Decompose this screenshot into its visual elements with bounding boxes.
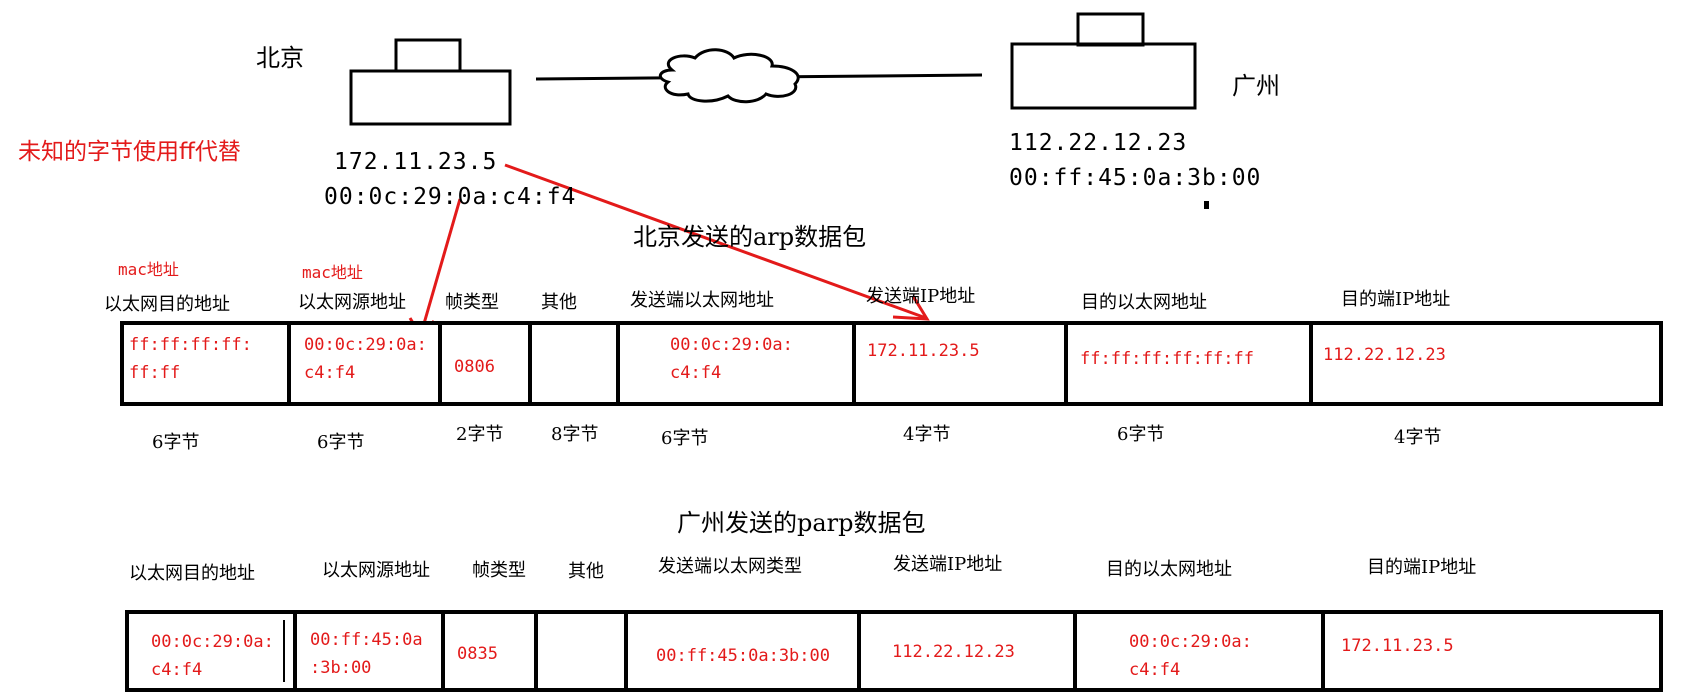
guangzhou-host-box xyxy=(1010,42,1197,110)
packet2-value-sender-ip: 112.22.12.23 xyxy=(892,642,1015,662)
unknown-bytes-note: 未知的字节使用ff代替 xyxy=(18,139,241,165)
packet1-mac-tag-src: mac地址 xyxy=(302,263,363,282)
packet2-value-eth-src: 00:ff:45:0a :3b:00 xyxy=(310,630,423,678)
guangzhou-host-top xyxy=(1076,12,1145,47)
packet1-size-target-mac: 6字节 xyxy=(1117,424,1165,445)
packet2-field-target-ip: 172.11.23.5 xyxy=(1321,610,1663,692)
packet1-size-eth-src: 6字节 xyxy=(317,432,365,453)
packet1-header-frame-type: 帧类型 xyxy=(445,292,499,313)
packet1-value-frame-type: 0806 xyxy=(454,357,495,377)
packet1-field-target-ip: 112.22.12.23 xyxy=(1309,321,1663,406)
arrow-mac-line xyxy=(419,198,462,335)
packet2-header-frame-type: 帧类型 xyxy=(472,560,526,581)
beijing-host-box xyxy=(349,69,512,126)
packet1-header-sender-ip: 发送端IP地址 xyxy=(866,286,976,307)
packet2-value-eth-dst: 00:0c:29:0a: c4:f4 xyxy=(151,632,274,680)
packet1-mac-tag-dst: mac地址 xyxy=(118,260,179,279)
packet1-value-target-mac: ff:ff:ff:ff:ff:ff xyxy=(1080,349,1254,369)
packet1-size-sender-mac: 6字节 xyxy=(661,428,709,449)
beijing-mac: 00:0c:29:0a:c4:f4 xyxy=(324,184,577,210)
packet2-field-sender-type: 00:ff:45:0a:3b:00 xyxy=(624,610,861,692)
packet2-header-sender-type: 发送端以太网类型 xyxy=(658,556,802,577)
packet2-field-eth-src: 00:ff:45:0a :3b:00 xyxy=(293,610,445,692)
dot-mark xyxy=(1204,201,1209,209)
packet1-header-target-ip: 目的端IP地址 xyxy=(1341,289,1451,310)
packet1-size-eth-dst: 6字节 xyxy=(152,432,200,453)
packet2-title: 广州发送的parp数据包 xyxy=(677,509,926,537)
packet1-size-frame-type: 2字节 xyxy=(456,424,504,445)
packet1-size-sender-ip: 4字节 xyxy=(903,424,951,445)
packet1-value-eth-src: 00:0c:29:0a: c4:f4 xyxy=(304,335,427,383)
packet1-field-eth-src: 00:0c:29:0a: c4:f4 xyxy=(287,321,442,406)
packet2-field-target-mac: 00:0c:29:0a: c4:f4 xyxy=(1073,610,1325,692)
packet2-value-target-mac: 00:0c:29:0a: c4:f4 xyxy=(1129,632,1252,680)
packet1-header-target-mac: 目的以太网地址 xyxy=(1081,292,1207,313)
packet2-value-frame-type: 0835 xyxy=(457,644,498,664)
guangzhou-label: 广州 xyxy=(1232,72,1280,100)
packet1-header-eth-dst: 以太网目的地址 xyxy=(104,294,230,315)
packet1-size-target-ip: 4字节 xyxy=(1394,427,1442,448)
packet2-field-other xyxy=(534,610,628,692)
packet2-header-eth-src: 以太网源地址 xyxy=(322,560,430,581)
guangzhou-mac: 00:ff:45:0a:3b:00 xyxy=(1009,165,1262,191)
packet2-header-other: 其他 xyxy=(568,561,604,582)
packet1-field-sender-ip: 172.11.23.5 xyxy=(852,321,1068,406)
cloud-icon xyxy=(658,48,800,104)
guangzhou-ip: 112.22.12.23 xyxy=(1009,130,1188,156)
packet2-header-target-ip: 目的端IP地址 xyxy=(1367,557,1477,578)
packet1-value-sender-ip: 172.11.23.5 xyxy=(867,341,980,361)
packet2-header-target-mac: 目的以太网地址 xyxy=(1106,559,1232,580)
packet2-field-sender-ip: 112.22.12.23 xyxy=(857,610,1077,692)
packet1-header-other: 其他 xyxy=(541,292,577,313)
packet2-field-eth-dst: 00:0c:29:0a: c4:f4 xyxy=(125,610,297,692)
packet2-field-frame-type: 0835 xyxy=(441,610,538,692)
packet1-field-other xyxy=(528,321,620,406)
packet1-field-frame-type: 0806 xyxy=(438,321,532,406)
arrow-ip-head xyxy=(892,295,930,321)
packet1-value-sender-mac: 00:0c:29:0a: c4:f4 xyxy=(670,335,793,383)
packet2-header-sender-ip: 发送端IP地址 xyxy=(893,554,1003,575)
packet2-value-sender-type: 00:ff:45:0a:3b:00 xyxy=(656,646,830,666)
packet1-header-eth-src: 以太网源地址 xyxy=(298,292,406,313)
packet1-title: 北京发送的arp数据包 xyxy=(633,223,867,251)
packet1-value-target-ip: 112.22.12.23 xyxy=(1323,345,1446,365)
packet1-field-eth-dst: ff:ff:ff:ff: ff:ff xyxy=(120,321,291,406)
packet1-field-target-mac: ff:ff:ff:ff:ff:ff xyxy=(1064,321,1313,406)
packet1-header-sender-mac: 发送端以太网地址 xyxy=(630,290,774,311)
packet1-size-other: 8字节 xyxy=(551,424,599,445)
packet1-value-eth-dst: ff:ff:ff:ff: ff:ff xyxy=(129,335,252,383)
beijing-host-top xyxy=(394,38,462,73)
beijing-label: 北京 xyxy=(256,44,304,72)
packet2-header-eth-dst: 以太网目的地址 xyxy=(129,563,255,584)
packet2-value-target-ip: 172.11.23.5 xyxy=(1341,636,1454,656)
beijing-ip: 172.11.23.5 xyxy=(334,149,498,175)
cursor-mark xyxy=(283,620,285,682)
packet1-field-sender-mac: 00:0c:29:0a: c4:f4 xyxy=(616,321,856,406)
arrow-ip-line xyxy=(504,163,927,320)
